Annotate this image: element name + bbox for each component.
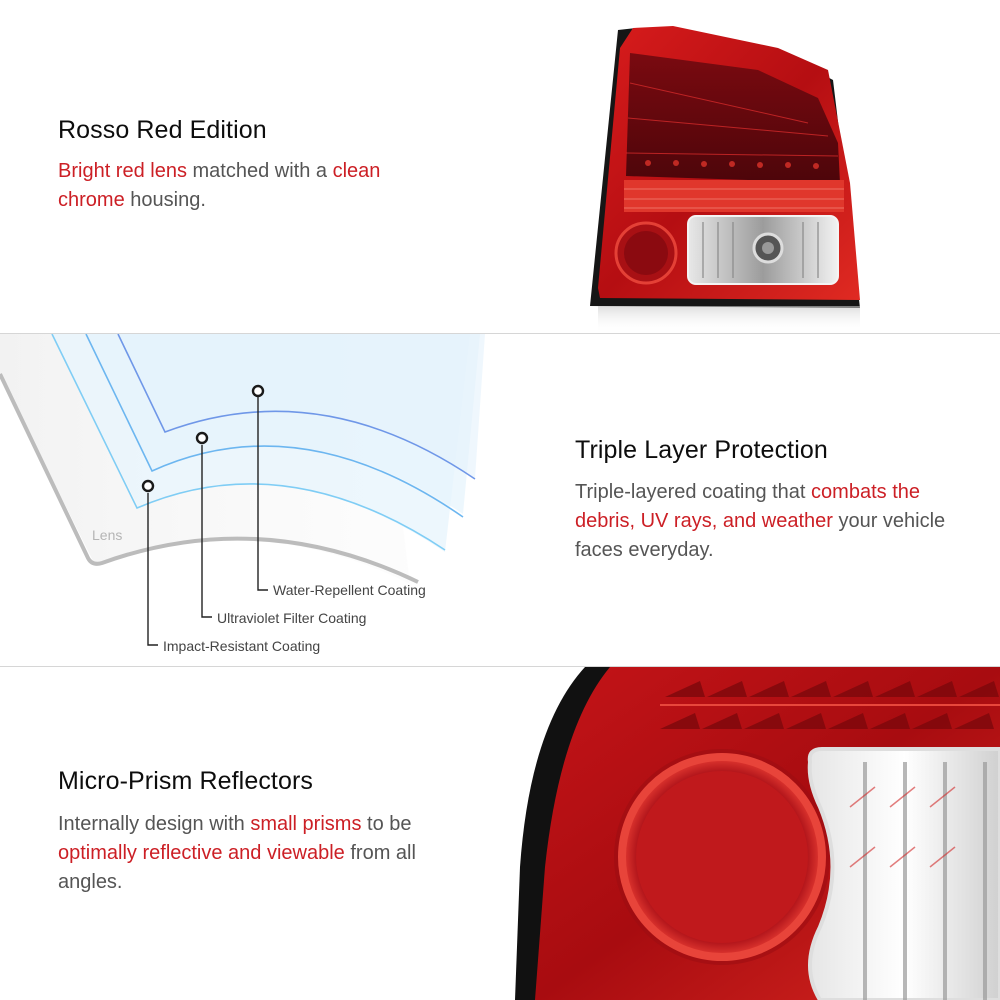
section-divider xyxy=(0,333,1000,334)
lens-label: Lens xyxy=(92,527,123,543)
section-divider xyxy=(0,666,1000,667)
body-text: housing. xyxy=(124,189,206,211)
highlight-text: combats the debris, UV rays, and weather xyxy=(575,481,920,532)
body-text: Internally design with xyxy=(58,813,251,835)
section-title: Triple Layer Protection xyxy=(575,436,828,464)
highlight-text: small prisms xyxy=(250,813,362,835)
water-repellent-label: Water-Repellent Coating xyxy=(273,582,426,598)
section-description: Internally design with small prisms to b… xyxy=(58,810,438,897)
highlight-text: optimally reflective and viewable xyxy=(58,842,345,864)
body-text: Triple-layered coating that xyxy=(575,481,812,503)
section-title: Rosso Red Edition xyxy=(58,116,267,144)
highlight-text: clean chrome xyxy=(58,160,381,211)
coating-layers-diagram xyxy=(0,334,485,646)
body-text: matched with a xyxy=(186,160,333,182)
section-description: Triple-layered coating that combats the … xyxy=(575,478,975,565)
highlight-text: Bright red lens xyxy=(58,160,187,182)
section-description: Bright red lens matched with a clean chr… xyxy=(58,157,398,215)
uv-filter-label: Ultraviolet Filter Coating xyxy=(217,610,367,626)
section-triple-layer-protection: Lens Water-Repellent Coating Ultraviolet… xyxy=(0,334,1000,666)
section-title: Micro-Prism Reflectors xyxy=(58,767,313,795)
impact-resistant-label: Impact-Resistant Coating xyxy=(163,638,321,654)
tail-light-closeup-image xyxy=(515,667,1000,1000)
section-rosso-red-edition: Rosso Red Edition Bright red lens matche… xyxy=(0,0,1000,333)
body-text: to be xyxy=(361,813,412,835)
body-text: your vehicle faces everyday. xyxy=(575,510,946,561)
body-text: from all angles. xyxy=(58,842,416,893)
tail-light-product-image xyxy=(590,26,860,333)
section-micro-prism-reflectors: Micro-Prism Reflectors Internally design… xyxy=(0,667,1000,1000)
